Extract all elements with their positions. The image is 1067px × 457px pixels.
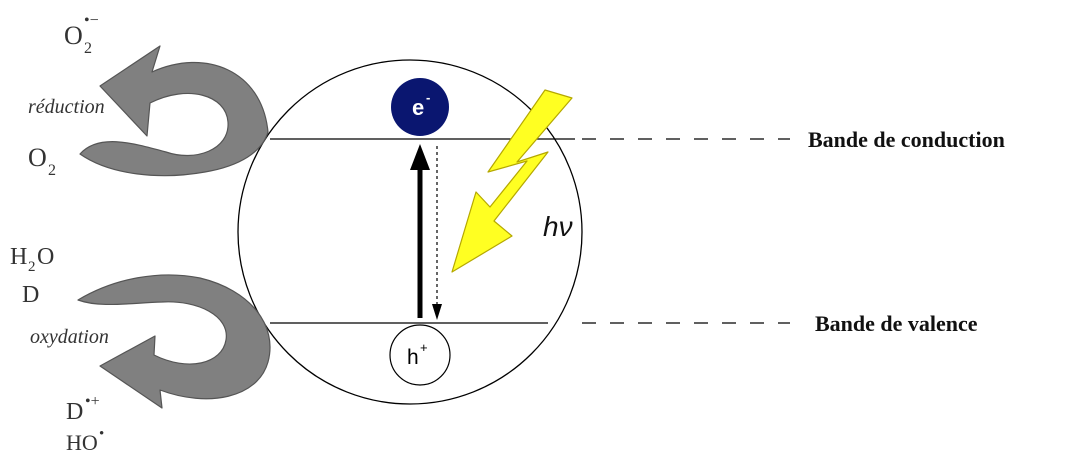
oxygen-label: O 2	[28, 143, 56, 179]
donor-label: D	[22, 282, 39, 308]
donor-radical-label: D •+	[66, 393, 100, 425]
excitation-arrow	[410, 144, 430, 318]
svg-text:D: D	[66, 399, 83, 425]
oxidation-label: oxydation	[30, 326, 109, 348]
hole: h +	[389, 324, 451, 386]
hydroxyl-label: HO •	[66, 426, 104, 455]
svg-text:2: 2	[48, 162, 56, 179]
svg-text:•+: •+	[85, 393, 100, 410]
svg-text:HO: HO	[66, 430, 98, 455]
oxidation-arrow-icon	[77, 274, 271, 409]
reduction-label: réduction	[28, 96, 105, 118]
svg-text:•−: •−	[84, 12, 99, 29]
hole-label: h	[407, 346, 419, 369]
svg-text:H: H	[10, 244, 27, 270]
electron: e -	[391, 78, 449, 136]
recombination-arrow	[432, 146, 442, 320]
svg-text:2: 2	[84, 40, 92, 57]
lightning-icon	[451, 89, 573, 273]
hole-circle	[389, 324, 451, 386]
superoxide-label: O 2 •−	[64, 12, 99, 57]
svg-text:O: O	[37, 244, 54, 270]
electron-charge: -	[426, 90, 430, 105]
svg-text:2: 2	[28, 259, 36, 275]
electron-circle	[391, 78, 449, 136]
conduction-band-label: Bande de conduction	[808, 127, 1005, 152]
valence-band-label: Bande de valence	[815, 311, 978, 336]
reduction-arrow-icon	[79, 45, 269, 177]
svg-text:•: •	[99, 426, 104, 442]
electron-label: e	[412, 95, 424, 120]
svg-text:O: O	[28, 143, 47, 172]
hole-charge: +	[420, 340, 428, 355]
photon-energy-label: hν	[543, 211, 573, 242]
water-label: H 2 O	[10, 244, 54, 275]
particle-circle	[237, 59, 583, 405]
svg-text:O: O	[64, 21, 83, 50]
